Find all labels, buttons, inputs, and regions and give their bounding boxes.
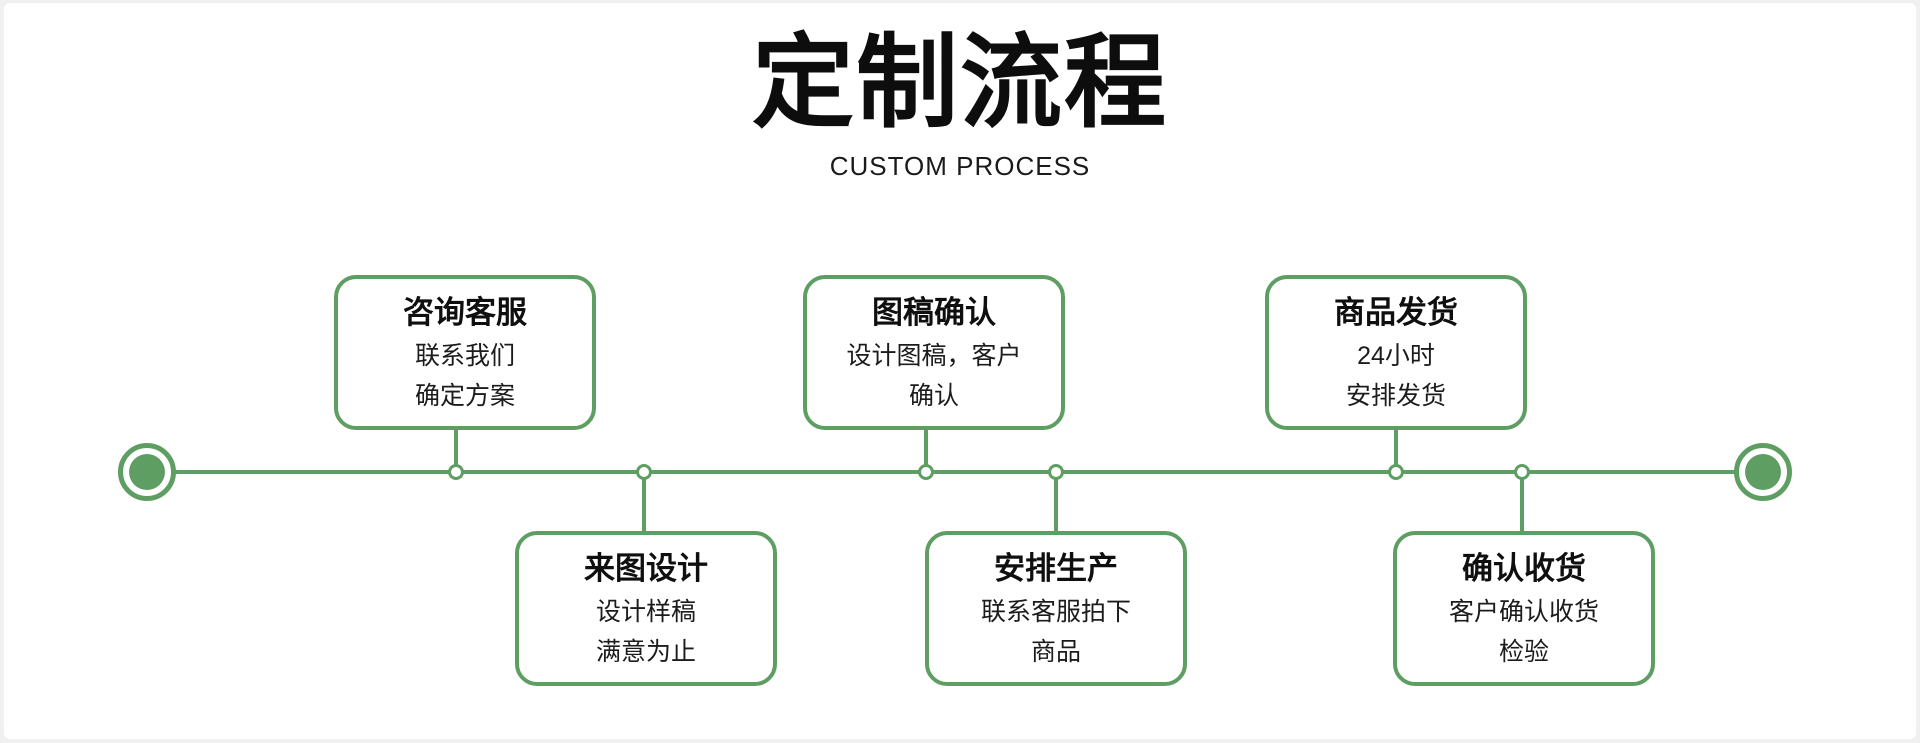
step-desc-line: 安排发货 [1345,382,1446,411]
step-card-consult-service: 咨询客服 联系我们 确定方案 [334,275,596,430]
step-desc-line: 联系客服拍下 [980,598,1131,627]
timeline-node-step-3 [918,464,934,480]
step-card-arrange-production: 安排生产 联系客服拍下 商品 [925,531,1187,686]
step-card-ship-goods: 商品发货 24小时 安排发货 [1265,275,1527,430]
connector-stem-step-3 [924,415,928,472]
timeline-line [154,470,1766,474]
connector-stem-step-1 [454,415,458,472]
end-marker-dot [1745,454,1781,490]
step-desc-line: 客户确认收货 [1448,598,1599,627]
timeline-node-step-2 [636,464,652,480]
step-title: 安排生产 [994,551,1118,586]
step-desc-line: 联系我们 [414,342,515,371]
timeline-node-step-1 [448,464,464,480]
connector-stem-step-5 [1394,415,1398,472]
step-desc-line: 满意为止 [595,638,696,667]
step-title: 图稿确认 [872,295,996,330]
step-desc-line: 确定方案 [414,382,515,411]
connector-stem-step-4 [1054,474,1058,533]
step-title: 来图设计 [584,551,708,586]
step-desc-line: 确认 [908,382,959,411]
timeline-node-step-4 [1048,464,1064,480]
page-title: 定制流程 [752,28,1168,141]
start-marker-dot [129,454,165,490]
step-desc-line: 24小时 [1357,342,1435,371]
step-title: 商品发货 [1334,295,1458,330]
step-title: 确认收货 [1462,551,1586,586]
timeline-start-marker [118,443,176,501]
connector-stem-step-2 [642,474,646,533]
timeline-node-step-5 [1388,464,1404,480]
custom-process-diagram: 定制流程 CUSTOM PROCESS 咨询客服 联系我们 确定方案 来图设计 … [4,3,1916,739]
step-desc-line: 设计图稿，客户 [846,342,1022,371]
timeline-node-step-6 [1514,464,1530,480]
step-card-draft-confirmation: 图稿确认 设计图稿，客户 确认 [803,275,1065,430]
timeline-end-marker [1734,443,1792,501]
page-subtitle: CUSTOM PROCESS [829,151,1091,182]
step-title: 咨询客服 [403,295,527,330]
step-desc-line: 检验 [1498,638,1549,667]
step-card-design-from-image: 来图设计 设计样稿 满意为止 [515,531,777,686]
step-desc-line: 设计样稿 [595,598,696,627]
step-desc-line: 商品 [1030,638,1081,667]
connector-stem-step-6 [1520,474,1524,533]
diagram-header: 定制流程 CUSTOM PROCESS [4,28,1916,182]
step-card-confirm-receipt: 确认收货 客户确认收货 检验 [1393,531,1655,686]
